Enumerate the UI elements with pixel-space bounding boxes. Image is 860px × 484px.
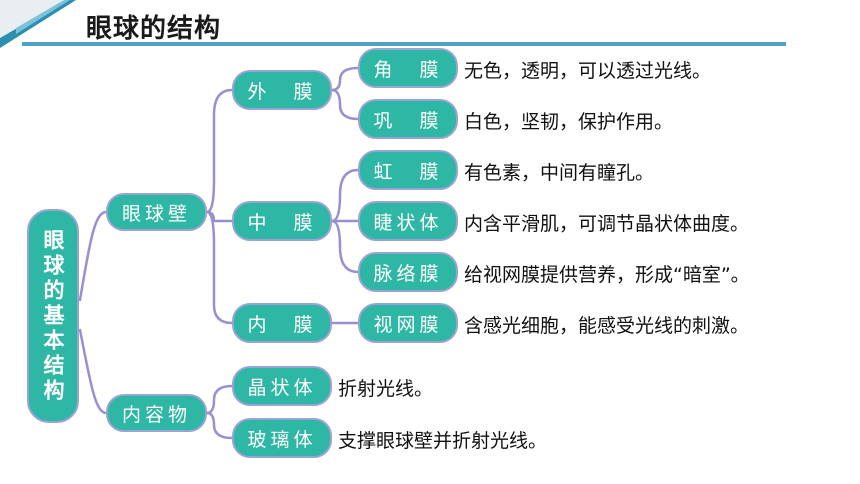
desc-choroid: 给视网膜提供营养，形成“暗室”。 [464,264,750,286]
node-choroid: 脉络膜 [358,252,458,292]
connector-contents-vitreous [205,411,234,440]
desc-vitreous: 支撑眼球壁并折射光线。 [338,430,548,452]
node-outer-layer: 外 膜 [232,70,332,110]
root-node: 眼球的基本结构 [27,209,79,423]
desc-ciliary-body: 内含平滑肌，可调节晶状体曲度。 [464,213,750,235]
connector-root-wall [78,210,108,302]
page-title: 眼球的结构 [86,14,222,44]
node-sclera: 巩 膜 [358,99,458,139]
desc-iris: 有色素，中间有瞳孔。 [464,162,655,184]
connector-contents-lens [205,384,234,415]
desc-retina: 含感光细胞，能感受光线的刺激。 [464,315,750,337]
node-middle-layer: 中 膜 [232,201,332,241]
node-cornea: 角 膜 [358,48,458,88]
desc-cornea: 无色，透明，可以透过光线。 [464,60,712,82]
connector-outer-cornea [330,66,360,92]
node-inner-layer: 内 膜 [232,303,332,343]
connector-root-contents [78,328,108,415]
node-eyeball-wall: 眼球壁 [106,193,207,231]
connector-wall-outer [205,88,234,214]
connector-middle-choroid [330,219,360,274]
node-retina: 视网膜 [358,303,458,343]
desc-sclera: 白色，坚韧，保护作用。 [464,111,674,133]
node-ciliary-body: 睫状体 [358,201,458,241]
node-iris: 虹 膜 [358,150,458,190]
connector-middle-iris [330,168,360,223]
title-underline [22,42,786,46]
desc-lens: 折射光线。 [338,378,434,400]
connector-outer-sclera [330,88,360,121]
connector-wall-inner [205,210,234,325]
corner-decoration [0,0,76,48]
node-lens: 晶状体 [232,366,332,406]
node-vitreous: 玻璃体 [232,418,332,458]
node-contents: 内容物 [106,394,207,432]
